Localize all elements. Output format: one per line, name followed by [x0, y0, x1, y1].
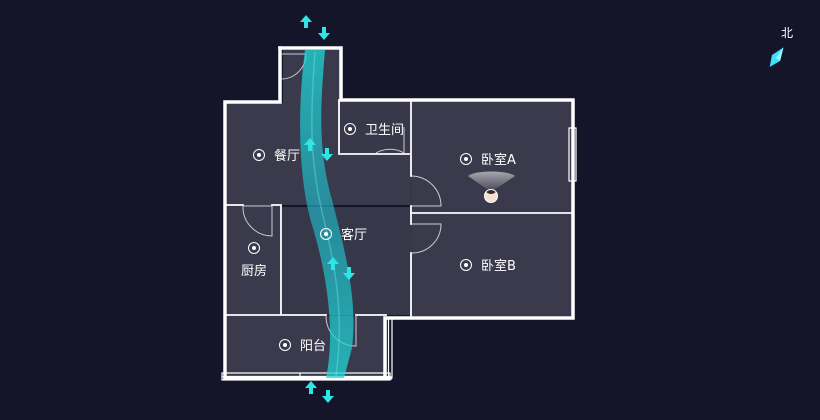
double-arrow-icon: [300, 15, 312, 28]
room-balcony-floor[interactable]: [227, 316, 387, 376]
compass-needle-icon: [769, 47, 784, 68]
room-marker-icon[interactable]: [253, 148, 265, 161]
room-marker-icon[interactable]: [279, 338, 291, 351]
door-swings: [242, 53, 442, 347]
door-swing-icon: [411, 223, 442, 254]
room-living-floor[interactable]: [282, 155, 412, 315]
person-view-cone: [468, 171, 515, 192]
room-label-living[interactable]: 客厅: [320, 224, 367, 243]
room-name: 阳台: [300, 339, 327, 354]
traffic-flow-highlight: [311, 51, 341, 377]
room-label-bedroom-a[interactable]: 卧室A: [460, 149, 516, 168]
traffic-flow-path: [300, 50, 354, 378]
room-label-bedroom-b[interactable]: 卧室B: [460, 255, 516, 274]
double-arrow-icon: [322, 390, 334, 403]
door-swing-icon: [242, 205, 273, 237]
room-marker-icon[interactable]: [344, 122, 356, 135]
double-arrow-icon: [304, 138, 316, 151]
room-marker-icon[interactable]: [460, 152, 472, 165]
room-name: 卧室A: [481, 153, 516, 168]
avatar-icon[interactable]: [484, 189, 498, 203]
double-arrow-icon: [305, 381, 317, 394]
double-arrow-icon: [327, 257, 339, 270]
double-arrow-icon: [321, 148, 333, 161]
room-label-kitchen[interactable]: 厨房: [241, 242, 267, 279]
room-marker-icon[interactable]: [248, 242, 260, 254]
room-name: 餐厅: [274, 149, 301, 164]
room-label-bathroom[interactable]: 卫生间: [344, 119, 404, 138]
compass-north-label: 北: [781, 26, 794, 40]
double-arrow-icon: [318, 27, 330, 40]
room-bedroom-b-floor[interactable]: [412, 214, 573, 316]
room-name: 卫生间: [365, 123, 405, 138]
flow-arrows: [300, 15, 355, 403]
windows: [221, 127, 577, 381]
room-name: 客厅: [341, 228, 368, 243]
room-name: 厨房: [241, 264, 268, 279]
door-swing-icon: [375, 127, 405, 154]
room-marker-icon[interactable]: [460, 258, 472, 271]
room-marker-icon[interactable]: [320, 227, 332, 240]
double-arrow-icon: [343, 267, 355, 280]
room-name: 卧室B: [481, 259, 516, 274]
room-label-dining[interactable]: 餐厅: [253, 145, 300, 164]
door-swing-icon: [411, 175, 442, 207]
room-label-balcony[interactable]: 阳台: [279, 335, 326, 354]
